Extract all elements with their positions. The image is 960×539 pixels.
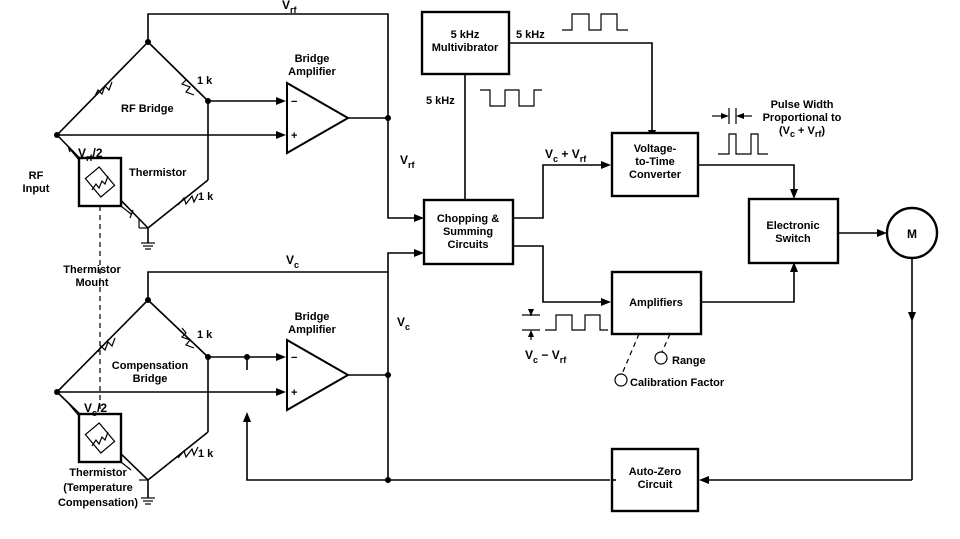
bridge-amplifier-top: [286, 81, 424, 222]
pulse-width-wave: [718, 133, 768, 155]
resistor-1k-lower: [177, 193, 199, 206]
range-label: Range: [672, 355, 706, 367]
five-khz-right-label: 5 kHz: [516, 29, 545, 41]
vc-plus-vrf-label: Vc + Vrf: [545, 147, 587, 164]
one-k-bot-upper-label: 1 k: [197, 329, 213, 341]
vc-minus-vrf-label: Vc − Vrf: [525, 348, 567, 365]
electronic-switch-block: [747, 197, 887, 265]
one-k-bot-lower-label: 1 k: [198, 448, 214, 460]
rf-bridge: [54, 13, 389, 250]
compensation-thermistor: [68, 403, 148, 481]
chopping-summing-block: [422, 161, 611, 306]
five-khz-left-label: 5 kHz: [426, 95, 455, 107]
square-wave-vc-minus: [545, 314, 608, 331]
thermistor-top-label: Thermistor: [129, 167, 187, 179]
square-wave-5khz-left: [480, 89, 542, 107]
one-k-top-upper-label: 1 k: [197, 75, 213, 87]
meter-label: M: [907, 227, 917, 241]
one-k-top-lower-label: 1 k: [198, 191, 214, 203]
vc-right-label: Vc: [397, 315, 410, 332]
square-wave-5khz-right: [562, 13, 628, 31]
rf-bridge-label: RF Bridge: [121, 103, 174, 115]
range-knob-icon[interactable]: [654, 351, 668, 365]
amplifiers-label: Amplifiers: [629, 297, 683, 309]
amp-top-plus: +: [291, 130, 297, 142]
vc-half-label: Vc/2: [84, 401, 107, 418]
amp-top-minus: −: [291, 96, 297, 108]
vrf-top-label: Vrf: [282, 0, 298, 15]
vrf-half-label: Vrf/2: [78, 146, 103, 163]
meter: [699, 206, 939, 484]
amplifiers-block: [522, 262, 798, 387]
vc-top-label: Vc: [286, 253, 299, 270]
bridge-amplifier-bottom: [286, 272, 391, 483]
vrf-mid-label: Vrf: [400, 153, 416, 170]
voltage-to-time-block: [610, 108, 798, 199]
auto-zero-block: [610, 447, 700, 513]
amp-bottom-plus: +: [291, 387, 297, 399]
calibration-factor-label: Calibration Factor: [630, 377, 725, 389]
amp-bottom-minus: −: [291, 352, 297, 364]
calibration-factor-knob-icon[interactable]: [614, 373, 628, 387]
resistor-1k-upper: [180, 74, 195, 96]
resistor-zigzag: [94, 81, 113, 97]
